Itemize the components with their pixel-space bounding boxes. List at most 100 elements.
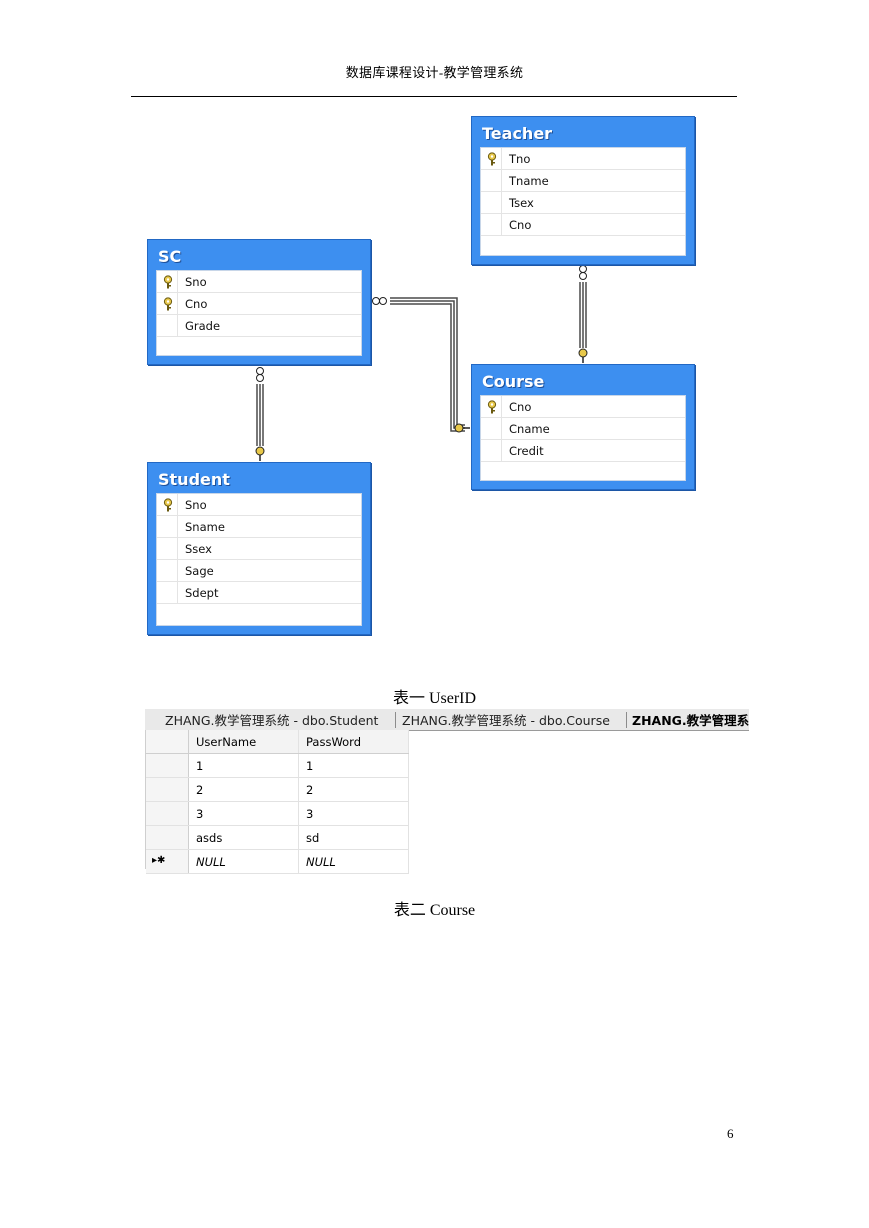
caption-table-2: 表二 Course [393,902,476,919]
er-column-row[interactable]: Grade [157,315,361,337]
er-row-selector [481,440,502,461]
rel-sc-course [390,297,465,432]
er-row-selector [481,170,502,191]
er-column-row[interactable]: Sname [157,516,361,538]
column-divider [298,802,299,825]
primary-key-icon [163,498,173,512]
er-row-selector [481,214,502,235]
er-column-row[interactable]: Cno [157,293,361,315]
document-tab-strip: ZHANG.教学管理系统 - dbo.Student ZHANG.教学管理系统 … [145,709,749,731]
many-marker-teacher [579,265,587,280]
er-row-selector [481,418,502,439]
row-selector[interactable] [146,754,189,777]
grid-header-row: UserName PassWord [146,730,409,754]
row-selector-header[interactable] [146,730,189,753]
er-table-title: Student [158,470,230,489]
one-marker-course-left [454,423,470,433]
many-marker-sc-bottom [256,367,264,382]
primary-key-icon [487,152,497,166]
tab-separator [395,712,396,728]
grid-row[interactable]: asds sd [146,826,409,850]
grid-new-row[interactable]: ▸✱ NULL NULL [146,850,409,874]
er-column-label: Tno [509,152,531,166]
er-row-selector [481,192,502,213]
column-divider [408,778,409,801]
er-column-label: Cno [185,297,208,311]
er-row-selector [157,271,178,292]
column-divider [298,850,299,873]
one-marker-course-top [578,348,588,363]
er-table-title: Course [482,372,545,391]
new-row-marker-icon: ▸✱ [152,855,166,866]
er-column-label: Sage [185,564,214,578]
relationship-lines [255,265,588,461]
column-divider [298,754,299,777]
grid-cell[interactable]: 3 [196,807,204,821]
column-divider [408,826,409,849]
primary-key-icon [163,297,173,311]
er-column-row[interactable]: Tno [481,148,685,170]
er-column-label: Cno [509,400,532,414]
er-column-label: Sname [185,520,225,534]
column-divider [408,850,409,873]
row-selector[interactable] [146,802,189,825]
er-column-row[interactable]: Credit [481,440,685,462]
er-column-row[interactable]: Cname [481,418,685,440]
primary-key-icon [163,275,173,289]
caption-table-1: 表一 UserID [392,690,477,707]
er-column-row[interactable]: Tsex [481,192,685,214]
er-row-selector [481,396,502,417]
er-column-row[interactable]: Sno [157,494,361,516]
row-selector[interactable]: ▸✱ [146,850,189,873]
grid-cell[interactable]: 3 [306,807,314,821]
grid-cell[interactable]: asds [196,831,223,845]
er-column-label: Cname [509,422,550,436]
er-column-label: Tname [509,174,549,188]
grid-cell[interactable]: 1 [196,759,204,773]
grid-cell[interactable]: 1 [306,759,314,773]
column-divider [408,730,409,753]
column-header-password[interactable]: PassWord [306,735,362,749]
column-divider [408,754,409,777]
er-row-selector [157,293,178,314]
er-column-label: Sdept [185,586,219,600]
er-column-label: Sno [185,498,207,512]
grid-cell[interactable]: 2 [196,783,204,797]
tab-dbo-student[interactable]: ZHANG.教学管理系统 - dbo.Student [165,713,379,728]
er-column-label: Cno [509,218,532,232]
er-column-row[interactable]: Cno [481,396,685,418]
er-column-row[interactable]: Sage [157,560,361,582]
grid-cell[interactable]: NULL [196,855,226,869]
row-selector[interactable] [146,778,189,801]
column-divider [408,802,409,825]
column-divider [298,730,299,753]
er-column-row[interactable]: Sno [157,271,361,293]
er-column-label: Ssex [185,542,212,556]
er-column-label: Sno [185,275,207,289]
er-column-row[interactable]: Ssex [157,538,361,560]
er-column-row[interactable]: Tname [481,170,685,192]
tab-dbo-course[interactable]: ZHANG.教学管理系统 - dbo.Course [402,713,610,728]
column-divider [298,826,299,849]
column-header-username[interactable]: UserName [196,735,257,749]
er-row-selector [157,315,178,336]
er-column-label: Tsex [509,196,534,210]
er-column-row[interactable]: Sdept [157,582,361,604]
grid-cell[interactable]: sd [306,831,320,845]
header-rule [131,96,737,97]
grid-cell[interactable]: 2 [306,783,314,797]
column-divider [298,778,299,801]
grid-cell[interactable]: NULL [306,855,336,869]
er-column-row[interactable]: Cno [481,214,685,236]
er-table-title: Teacher [482,124,553,143]
tab-active-table[interactable]: ZHANG.教学管理系 [632,713,749,728]
row-selector[interactable] [146,826,189,849]
